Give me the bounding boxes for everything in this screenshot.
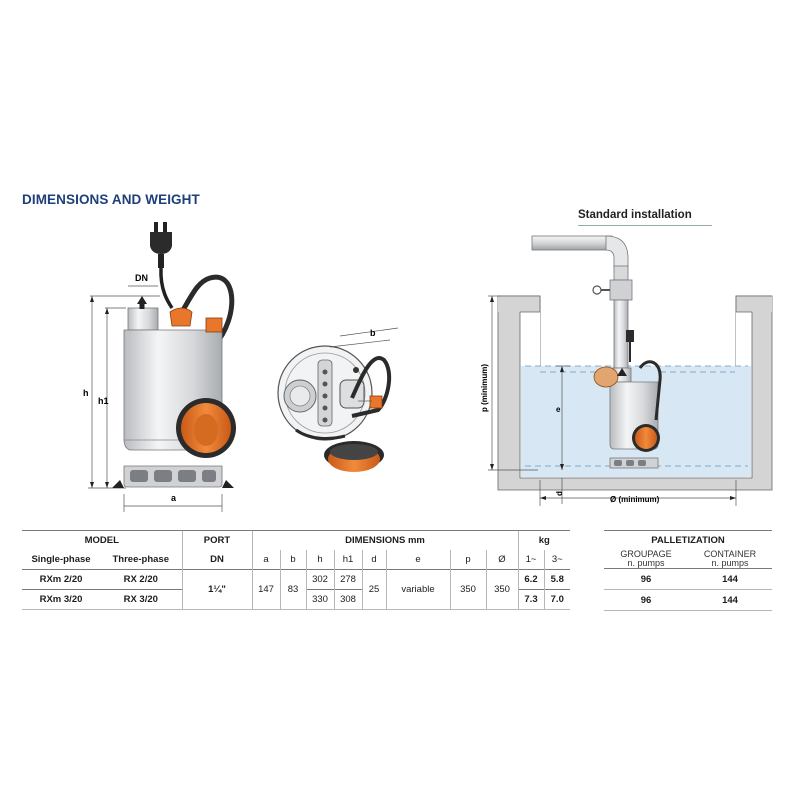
col-p: p bbox=[449, 550, 486, 570]
top-dimension-lines bbox=[329, 327, 399, 402]
col-three-phase: Three-phase bbox=[112, 554, 170, 565]
table-row: RXm 2/20 RX 2/20 1¼" 147 83 302 278 25 v… bbox=[22, 569, 570, 610]
label-diameter-minimum: Ø (minimum) bbox=[610, 495, 660, 504]
col-container: CONTAINER bbox=[703, 548, 757, 559]
label-d: d bbox=[555, 491, 564, 496]
label-b: b bbox=[370, 328, 376, 338]
technical-drawings: DN h h1 a b bbox=[83, 222, 773, 512]
cell-container: 144 bbox=[688, 589, 772, 611]
label-a: a bbox=[171, 493, 177, 503]
cell-three-model: RX 3/20 bbox=[100, 589, 182, 610]
cell-groupage: 96 bbox=[604, 589, 688, 611]
col-groupage: GROUPAGE bbox=[620, 548, 672, 559]
cell-three-model: RX 2/20 bbox=[100, 569, 182, 590]
col-container-sub: n. pumps bbox=[711, 557, 749, 568]
header-model: MODEL bbox=[22, 530, 182, 550]
installation-title-underline bbox=[578, 225, 712, 226]
left-support-arrow-icon bbox=[112, 480, 124, 488]
label-h1: h1 bbox=[98, 396, 109, 406]
cell-kg-three: 7.0 bbox=[543, 589, 570, 610]
right-support-arrow-icon bbox=[222, 480, 234, 488]
dimensions-table: MODEL PORT DIMENSIONS mm kg Single-phase… bbox=[22, 530, 570, 610]
table-row: 96 144 bbox=[604, 589, 772, 611]
cell-h: 302 bbox=[305, 569, 334, 590]
table-row: 96 144 bbox=[604, 568, 772, 590]
installation-title: Standard installation bbox=[578, 209, 692, 221]
cell-container: 144 bbox=[688, 568, 772, 590]
label-dn: DN bbox=[135, 273, 148, 283]
installation-dimension-lines bbox=[488, 295, 737, 506]
header-port: PORT bbox=[181, 530, 252, 550]
table-row: RXm 3/20 RX 3/20 330 308 7.3 7.0 bbox=[22, 589, 570, 610]
float-switch-icon bbox=[176, 398, 236, 458]
cell-p: 350 bbox=[449, 569, 486, 610]
cell-h: 330 bbox=[305, 589, 334, 610]
header-kg: kg bbox=[517, 530, 570, 550]
section-title: DIMENSIONS AND WEIGHT bbox=[22, 192, 200, 207]
label-e: e bbox=[556, 405, 561, 414]
col-b: b bbox=[279, 550, 306, 570]
col-e: e bbox=[385, 550, 450, 570]
cell-h1: 308 bbox=[333, 589, 362, 610]
cell-a: 147 bbox=[251, 569, 280, 610]
cell-groupage: 96 bbox=[604, 568, 688, 590]
col-h1: h1 bbox=[333, 550, 362, 570]
cell-dn: 1¼" bbox=[181, 569, 252, 610]
col-d: d bbox=[361, 550, 386, 570]
cell-kg-three: 5.8 bbox=[543, 569, 570, 590]
cell-kg-single: 6.2 bbox=[517, 569, 544, 590]
pump-top-view bbox=[277, 345, 392, 472]
header-dimensions: DIMENSIONS mm bbox=[251, 530, 518, 550]
cell-kg-single: 7.3 bbox=[517, 589, 544, 610]
cell-b: 83 bbox=[279, 569, 306, 610]
pump-front-view bbox=[123, 222, 236, 488]
palletization-table: PALLETIZATION GROUPAGE n. pumps CONTAINE… bbox=[604, 530, 772, 611]
cell-h1: 278 bbox=[333, 569, 362, 590]
col-kg-single: 1~ bbox=[517, 550, 544, 570]
col-groupage-sub: n. pumps bbox=[627, 557, 665, 568]
col-single-phase: Single-phase bbox=[31, 554, 91, 565]
col-a: a bbox=[251, 550, 280, 570]
power-plug-icon bbox=[150, 222, 172, 268]
col-kg-three: 3~ bbox=[543, 550, 570, 570]
cell-e: variable bbox=[385, 569, 450, 610]
cell-single-model: RXm 2/20 bbox=[22, 569, 100, 590]
cell-diameter: 350 bbox=[485, 569, 518, 610]
installation-diagram bbox=[497, 235, 773, 491]
col-diameter: Ø bbox=[485, 550, 518, 570]
col-h: h bbox=[305, 550, 334, 570]
label-p-minimum: p (minimum) bbox=[480, 364, 489, 412]
outlet-arrow-icon bbox=[137, 296, 147, 304]
cell-d: 25 bbox=[361, 569, 386, 610]
header-palletization: PALLETIZATION bbox=[604, 530, 772, 549]
cell-single-model: RXm 3/20 bbox=[22, 589, 100, 610]
label-h: h bbox=[83, 388, 89, 398]
col-dn: DN bbox=[181, 550, 252, 570]
